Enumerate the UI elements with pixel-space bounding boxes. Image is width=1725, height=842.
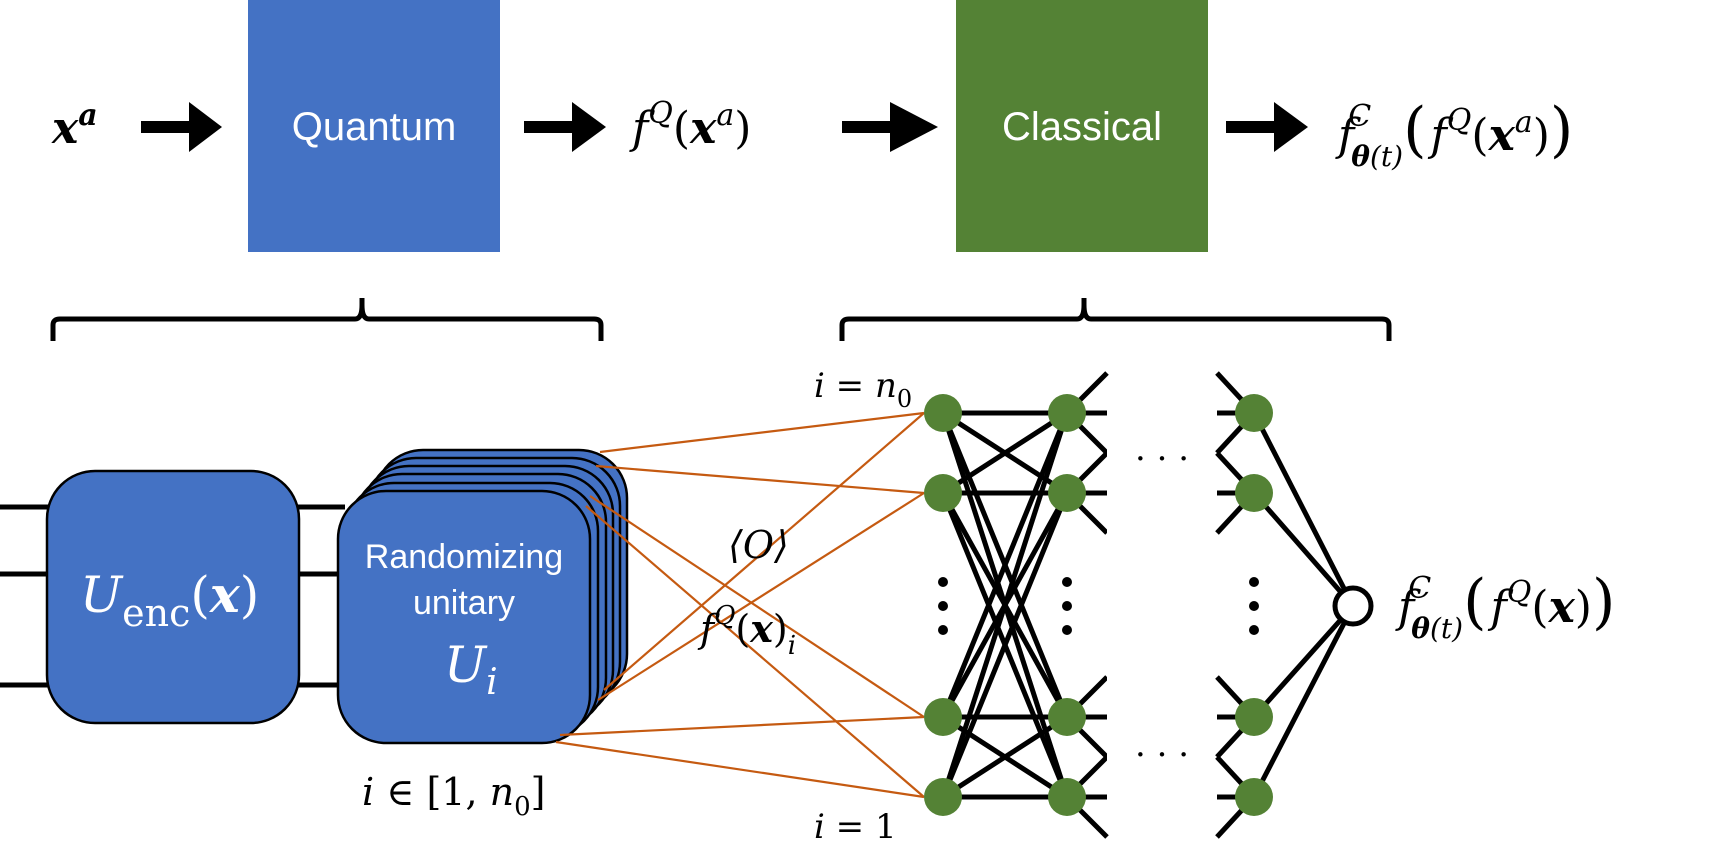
measurement-connections [555,411,925,799]
network-edge [940,492,1070,798]
top-pipeline: xa Quantum fQ(xa) Classical [51,0,1573,252]
arrow-to-quantum [141,102,222,152]
top-node-index-label: i = n0 [814,366,912,413]
network-edge [940,412,1070,798]
measurement-line [589,495,925,718]
vertical-ellipsis-layer1 [1062,577,1072,635]
network-node-l1-r0 [1048,394,1086,432]
measurement-line [597,492,925,701]
measurement-line [595,464,925,495]
measurement-line [603,412,925,691]
network-edge [941,714,1069,800]
observable-label: ⟨O⟩ [728,523,789,567]
network-node-l0-r3 [924,778,962,816]
quantum-brace [50,298,604,341]
horizontal-ellipsis-top: · · · [1135,439,1189,479]
network-node-l1-r3 [1048,778,1086,816]
arrow-from-classical [1226,102,1308,152]
randomizer-gate [336,489,592,745]
network-node-l2-r2 [1235,698,1273,736]
randomizer-symbol: Ui [444,636,498,703]
network-edge [941,410,1069,496]
network-node-l0-r2 [924,698,962,736]
network-nodes [924,394,1273,816]
network-node-l2-r3 [1235,778,1273,816]
network-node-l0-r1 [924,474,962,512]
output-edge [1252,491,1355,608]
quantum-box [248,0,500,252]
quantum-output-label: fQ(xa) [629,96,751,154]
network-node-l2-r1 [1235,474,1273,512]
network-gap [1107,380,1217,820]
measurement-line [555,740,925,799]
index-range-label: i ∈ [1, n0] [362,770,545,822]
arrow-to-classical [842,102,938,152]
quantum-circuit: Uenc(x) Randomizing unitary Ui i ∈ [1, n… [0,448,629,822]
quantum-label: Quantum [292,105,457,149]
encoder-gate [45,469,301,725]
classical-label: Classical [1002,105,1162,149]
network-node-l1-r2 [1048,698,1086,736]
bottom-node-index-label: i = 1 [814,807,897,842]
input-x-label: xa [51,98,98,154]
arrow-from-quantum [524,102,606,152]
randomizer-stack [336,448,629,745]
measurement-line [585,505,925,798]
classical-brace [839,298,1392,341]
network-gap-stubs [1215,371,1256,839]
classical-box [956,0,1208,252]
feature-label: fQ(x)i [697,601,796,661]
network-edge [940,412,1070,718]
output-edge [1251,411,1356,608]
vertical-ellipsis-layer0 [938,577,948,635]
measurement-line [599,411,925,454]
output-node [1332,585,1374,627]
randomizer-label-line1: Randomizing [365,538,563,576]
encoder-label: Uenc(x) [80,565,259,635]
randomizer-label-line2: unitary [413,584,515,622]
network-node-l0-r0 [924,394,962,432]
network-node-l1-r1 [1048,474,1086,512]
network-edges [940,371,1356,839]
vertical-ellipses [938,577,1259,635]
measurement-line [559,715,925,737]
horizontal-ellipsis-bottom: · · · [1135,735,1189,775]
network-node-l2-r0 [1235,394,1273,432]
output-edge [1251,604,1356,799]
vertical-ellipsis-layer2 [1249,577,1259,635]
output-edge [1252,604,1355,719]
